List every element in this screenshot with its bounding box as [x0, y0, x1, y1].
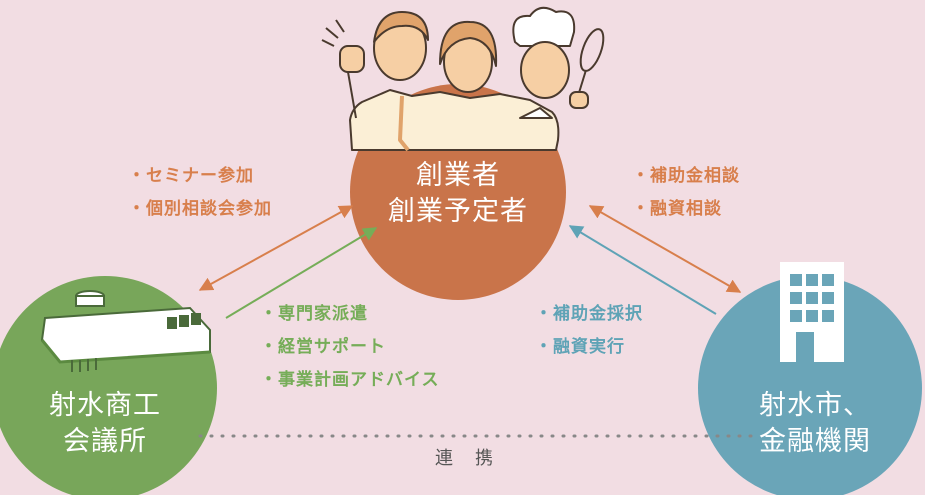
flow-item: ・経営サポート — [260, 337, 386, 357]
flow-item: ・事業計画アドバイス — [260, 370, 440, 390]
arrow-founder-city — [588, 205, 742, 293]
flow-city-to-founder: ・補助金採択 ・融資実行 — [535, 298, 643, 364]
chamber-label-line2: 会議所 — [63, 426, 147, 457]
flow-item: ・補助金採択 — [535, 304, 643, 324]
flow-chamber-to-founder: ・専門家派遣 ・経営サポート ・事業計画アドバイス — [260, 298, 440, 397]
city-circle — [698, 276, 922, 495]
founder-node-label: 創業者 創業予定者 — [358, 158, 558, 230]
chamber-building-icon — [40, 290, 211, 372]
arrow-founder-chamber — [198, 205, 354, 291]
city-building-icon — [780, 262, 844, 362]
chamber-label-line1: 射水商工 — [49, 390, 161, 421]
flow-item: ・専門家派遣 — [260, 304, 368, 324]
flow-item: ・融資相談 — [632, 199, 722, 219]
arrow-city-founder — [568, 225, 717, 315]
flow-founder-to-chamber: ・セミナー参加 ・個別相談会参加 — [128, 160, 272, 226]
city-label-line2: 金融機関 — [759, 426, 871, 457]
founders-illustration-icon — [321, 6, 605, 152]
founder-label-line2: 創業予定者 — [388, 196, 528, 227]
flow-item: ・融資実行 — [535, 337, 625, 357]
founder-label-line1: 創業者 — [416, 160, 500, 191]
flow-item: ・セミナー参加 — [128, 166, 254, 186]
arrow-chamber-founder — [225, 227, 378, 319]
city-label-line1: 射水市、 — [759, 390, 871, 421]
chamber-node-label: 射水商工 会議所 — [20, 388, 190, 460]
city-node-label: 射水市、 金融機関 — [730, 388, 900, 460]
flow-item: ・補助金相談 — [632, 166, 740, 186]
flow-item: ・個別相談会参加 — [128, 199, 272, 219]
flow-founder-to-city: ・補助金相談 ・融資相談 — [632, 160, 740, 226]
link-label: 連 携 — [435, 448, 495, 469]
